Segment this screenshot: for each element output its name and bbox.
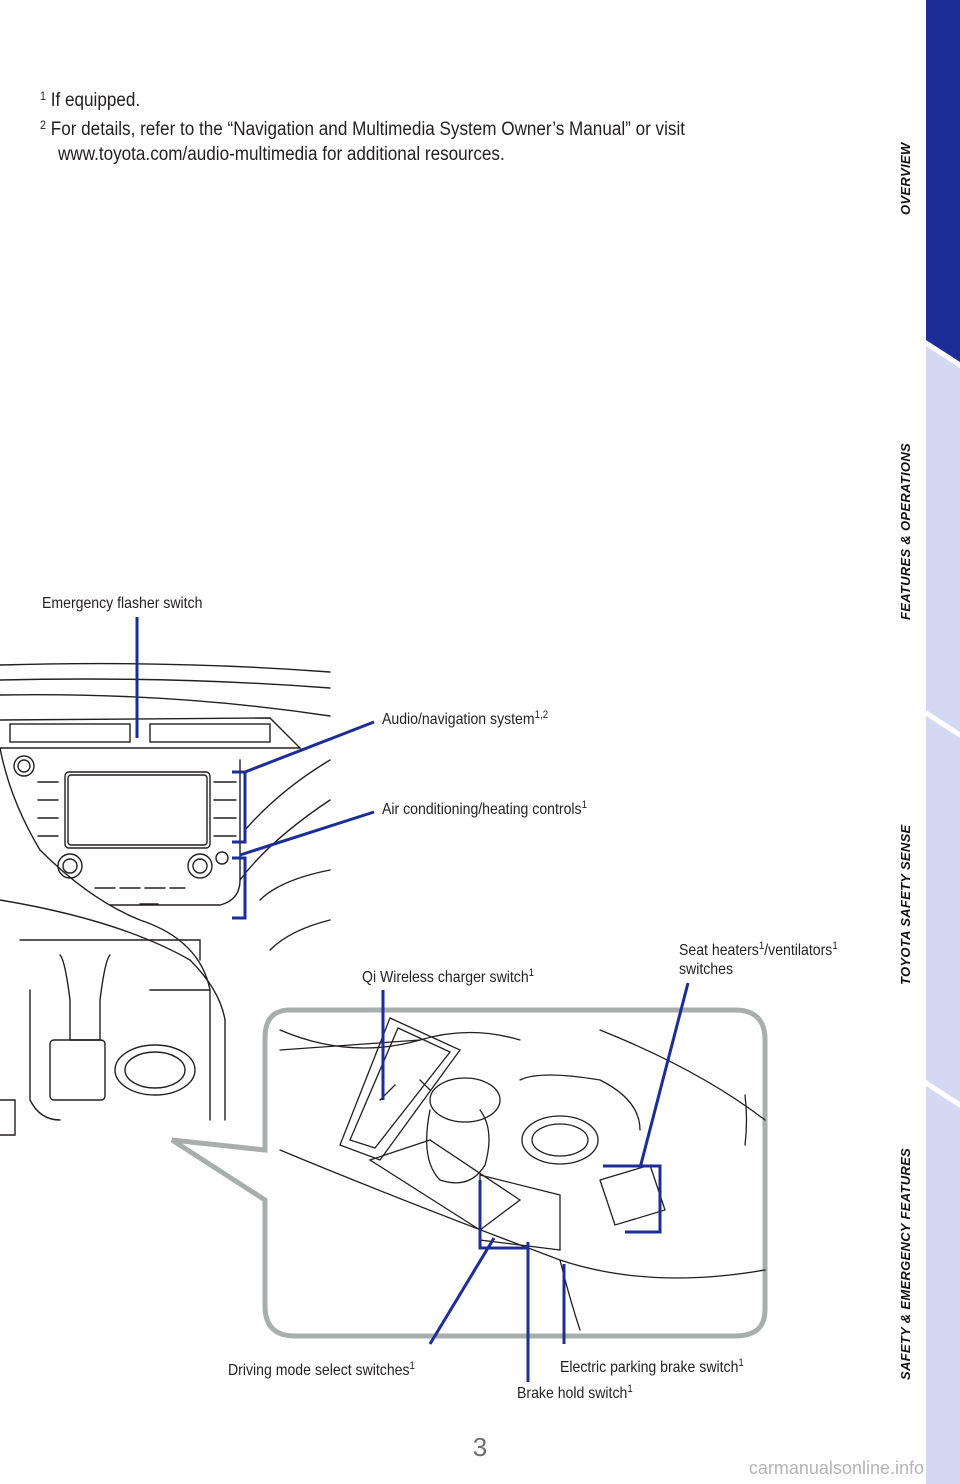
electric-parking-brake-label: Electric parking brake switch1 [560,1357,744,1376]
tab-overview[interactable]: OVERVIEW [898,142,913,215]
tab-features-operations[interactable]: FEATURES & OPERATIONS [898,443,913,620]
tab-emergency-shape [926,1086,960,1484]
leader-lines [135,617,690,1382]
watermark: carmanualsonline.info [748,1458,924,1478]
inset-frame [170,1007,768,1339]
emergency-flasher-label: Emergency flasher switch [42,595,203,612]
footnotes: 1 If equipped. 2 For details, refer to t… [40,84,760,167]
tab-safety-sense-shape [926,716,960,1102]
dashboard-illustration [0,617,768,1382]
tab-toyota-safety-sense[interactable]: TOYOTA SAFETY SENSE [898,824,913,985]
footnote-2: 2 For details, refer to the “Navigation … [40,118,686,165]
driving-mode-label: Driving mode select switches1 [228,1360,415,1379]
qi-wireless-label: Qi Wireless charger switch1 [362,967,535,986]
tab-features-shape [926,346,960,732]
footnote-1: 1 If equipped. [40,89,141,111]
audio-navigation-label: Audio/navigation system1,2 [382,709,549,728]
tab-overview-shape [926,0,960,362]
air-conditioning-label: Air conditioning/heating controls1 [382,799,587,818]
tab-safety-emergency-features[interactable]: SAFETY & EMERGENCY FEATURES [898,1147,913,1380]
brake-hold-label: Brake hold switch1 [517,1383,633,1402]
page-number: 3 [472,1432,488,1462]
